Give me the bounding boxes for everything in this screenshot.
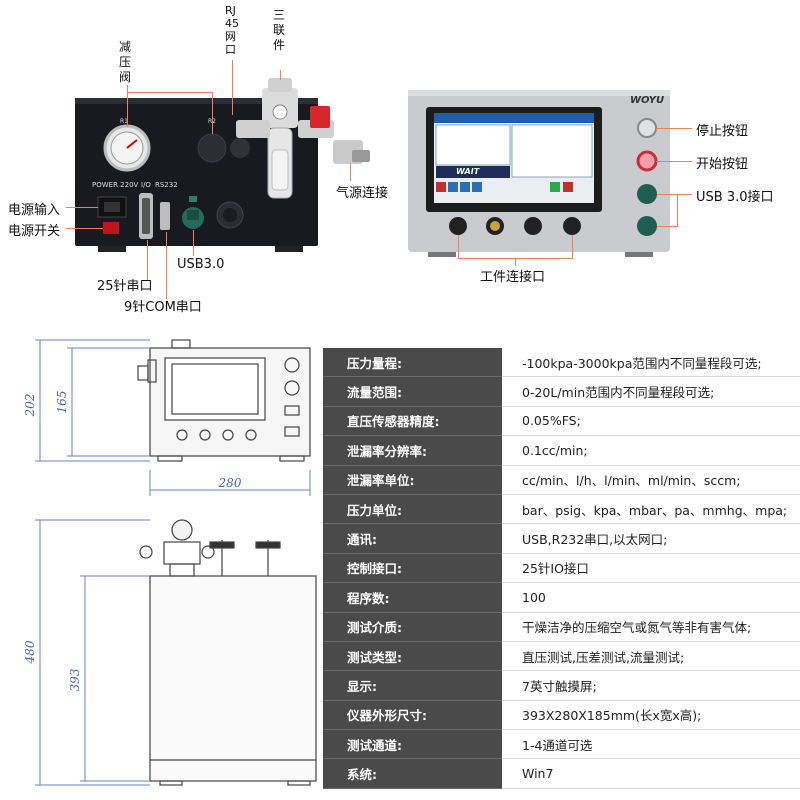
spec-row: 测试介质:干燥洁净的压缩空气或氮气等非有害气体; xyxy=(323,612,800,642)
usb-port-2-icon xyxy=(637,216,657,236)
spec-key: 显示: xyxy=(323,670,502,701)
spec-value: 直压测试,压差测试,流量测试; xyxy=(502,641,800,672)
spec-key: 仪器外形尺寸: xyxy=(323,700,502,731)
spec-value: 393X280X185mm(长x宽x高); xyxy=(502,700,800,731)
spec-value: 7英寸触摸屏; xyxy=(502,670,800,701)
spec-row: 测试通道:1-4通道可选 xyxy=(323,729,800,760)
label-triplex: 三联件 xyxy=(273,8,286,52)
spec-value: 干燥洁净的压缩空气或氮气等非有害气体; xyxy=(502,612,800,642)
spec-key: 系统: xyxy=(323,758,502,789)
spec-key: 程序数: xyxy=(323,582,502,613)
label-air-connect: 气源连接 xyxy=(336,186,389,201)
dimension-drawing: 202 165 280 480 393 xyxy=(23,339,317,786)
dim-front-width: 280 xyxy=(218,476,242,490)
label-usb30: USB3.0 xyxy=(177,257,225,272)
dim-side-height-total: 480 xyxy=(23,640,37,664)
label-usb-port: USB 3.0接口 xyxy=(696,190,774,205)
spec-table: 压力量程:-100kpa-3000kpa范围内不同量程段可选;流量范围:0-20… xyxy=(323,348,800,789)
label-25pin-port: 25针串口 xyxy=(97,279,153,294)
start-button-icon xyxy=(636,150,658,172)
label-9pin-com: 9针COM串口 xyxy=(124,300,202,315)
label-workpiece-port: 工件连接口 xyxy=(480,270,546,285)
spec-key: 压力单位: xyxy=(323,494,502,525)
dim-side-height-body: 393 xyxy=(68,668,82,691)
spec-value: -100kpa-3000kpa范围内不同量程段可选; xyxy=(502,348,800,378)
spec-value: USB,R232串口,以太网口; xyxy=(502,523,800,554)
spec-key: 测试介质: xyxy=(323,612,502,642)
spec-value: 1-4通道可选 xyxy=(502,729,800,760)
spec-row: 显示:7英寸触摸屏; xyxy=(323,670,800,701)
spec-row: 流量范围:0-20L/min范围内不同量程段可选; xyxy=(323,376,800,407)
spec-row: 程序数:100 xyxy=(323,582,800,613)
spec-key: 测试通道: xyxy=(323,729,502,760)
spec-value: 0.05%FS; xyxy=(502,406,800,437)
panel-text-power: POWER 220V xyxy=(92,181,139,189)
spec-key: 流量范围: xyxy=(323,376,502,407)
panel-text-io: I/O xyxy=(141,181,151,189)
panel-text-rs232: RS232 xyxy=(155,181,178,189)
dim-front-height-total: 202 xyxy=(23,394,37,418)
spec-row: 压力单位:bar、psig、kpa、mbar、pa、mmhg、mpa; xyxy=(323,494,800,525)
spec-value: 0-20L/min范围内不同量程段可选; xyxy=(502,376,800,407)
dim-front-height-body: 165 xyxy=(55,391,69,414)
spec-value: 0.1cc/min; xyxy=(502,435,800,466)
spec-row: 泄漏率分辨率:0.1cc/min; xyxy=(323,435,800,466)
spec-key: 压力量程: xyxy=(323,348,502,378)
stop-button-icon xyxy=(637,118,657,138)
spec-key: 泄漏率单位: xyxy=(323,465,502,495)
spec-row: 仪器外形尺寸:393X280X185mm(长x宽x高); xyxy=(323,700,800,731)
spec-value: Win7 xyxy=(502,758,800,789)
rear-device-photo: POWER 220V I/O RS232 R1 R2 减压阀 RJ45网口 三联… xyxy=(0,0,400,330)
spec-key: 通讯: xyxy=(323,523,502,554)
front-device-photo: WOYU WAIT 停止按钮 开始按钮 USB 3.0接口 工件连接口 xyxy=(400,0,800,330)
spec-value: 100 xyxy=(502,582,800,613)
spec-key: 泄漏率分辨率: xyxy=(323,435,502,466)
spec-row: 压力量程:-100kpa-3000kpa范围内不同量程段可选; xyxy=(323,348,800,378)
spec-key: 控制接口: xyxy=(323,553,502,584)
spec-value: cc/min、l/h、l/min、ml/min、sccm; xyxy=(502,465,800,495)
spec-row: 控制接口:25针IO接口 xyxy=(323,553,800,584)
label-pressure-valve: 减压阀 xyxy=(119,40,132,84)
screen-wait-text: WAIT xyxy=(456,167,480,176)
spec-row: 测试类型:直压测试,压差测试,流量测试; xyxy=(323,641,800,672)
spec-value: bar、psig、kpa、mbar、pa、mmhg、mpa; xyxy=(502,494,800,525)
label-rj45: RJ45网口 xyxy=(225,4,239,56)
spec-key: 测试类型: xyxy=(323,641,502,672)
spec-row: 通讯:USB,R232串口,以太网口; xyxy=(323,523,800,554)
label-stop-button: 停止按钮 xyxy=(696,124,749,139)
usb-port-1-icon xyxy=(637,184,657,204)
brand-logo: WOYU xyxy=(630,95,665,106)
label-power-input: 电源输入 xyxy=(8,203,61,218)
spec-row: 泄漏率单位:cc/min、l/h、l/min、ml/min、sccm; xyxy=(323,465,800,495)
label-power-switch: 电源开关 xyxy=(8,224,61,239)
label-start-button: 开始按钮 xyxy=(696,157,749,172)
spec-row: 系统:Win7 xyxy=(323,758,800,789)
panel-text-r1: R1 xyxy=(120,118,128,125)
spec-row: 直压传感器精度:0.05%FS; xyxy=(323,406,800,437)
spec-key: 直压传感器精度: xyxy=(323,406,502,437)
spec-value: 25针IO接口 xyxy=(502,553,800,584)
